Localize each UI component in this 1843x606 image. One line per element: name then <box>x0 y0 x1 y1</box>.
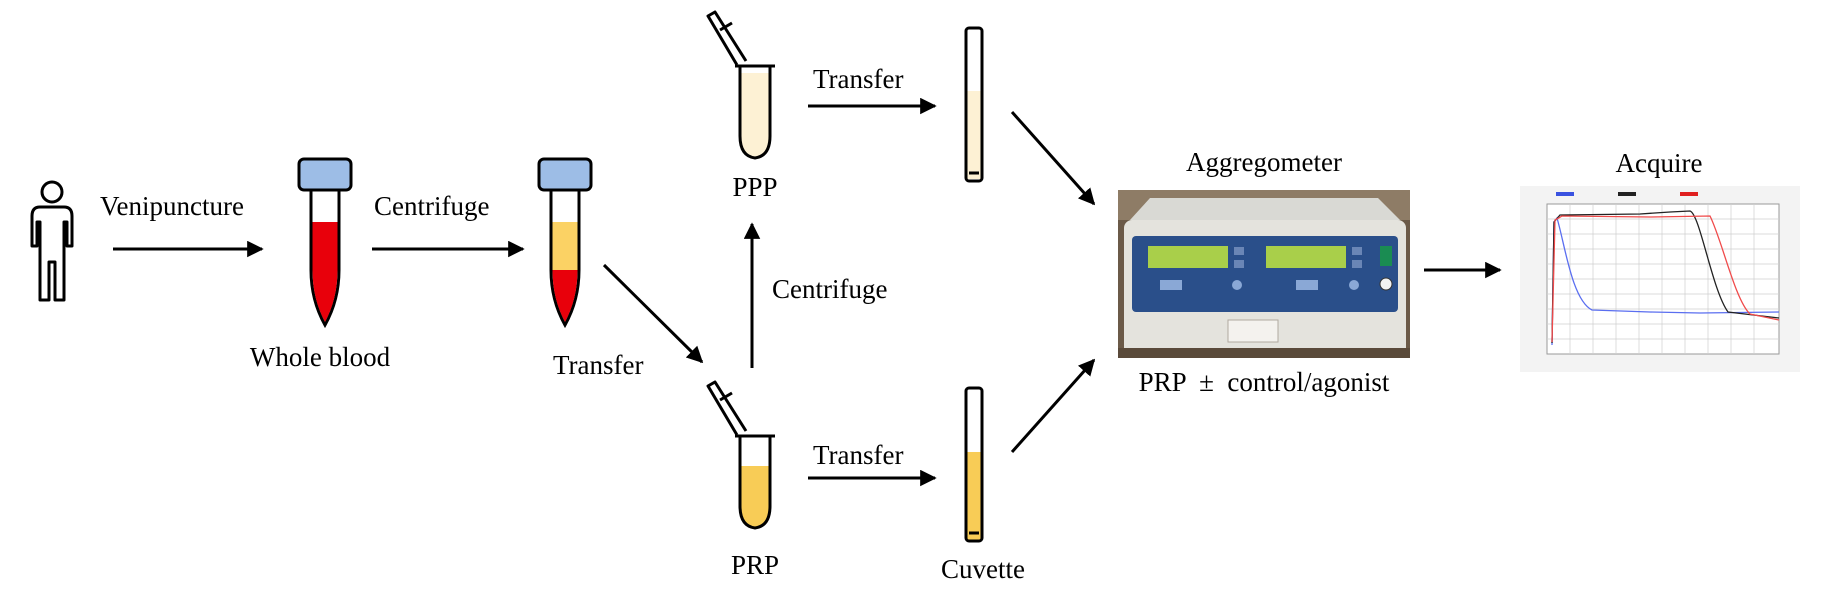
whole-blood-fill <box>312 222 338 322</box>
whole-blood-label: Whole blood <box>250 342 391 372</box>
prp-label: PRP <box>731 550 779 580</box>
red-cell-layer <box>552 270 578 322</box>
tube-cap <box>537 157 593 192</box>
cuvette-icon-ppp <box>964 26 984 183</box>
transfer-label-1: Transfer <box>553 350 644 380</box>
prp-to-aggregometer-arrow <box>1010 358 1096 453</box>
transfer-label-prp: Transfer <box>813 440 904 470</box>
centrifuge-label-2: Centrifuge <box>772 274 887 304</box>
plasma-layer <box>552 222 578 270</box>
separated-blood-tube-icon <box>537 157 593 329</box>
microcentrifuge-tube-icon-prp <box>706 380 775 530</box>
prp-condition-label: PRP ± control/agonist <box>1139 367 1390 397</box>
acquire-label: Acquire <box>1616 148 1703 178</box>
blood-tube-icon <box>297 157 353 329</box>
aggregometer-photo-icon <box>1118 190 1410 358</box>
person-outline-icon <box>30 180 74 302</box>
venipuncture-label: Venipuncture <box>100 191 244 221</box>
transfer-label-ppp: Transfer <box>813 64 904 94</box>
transfer-arrow-1 <box>602 263 704 364</box>
centrifuge-label-1: Centrifuge <box>374 191 489 221</box>
aggregation-trace-icon <box>1520 186 1800 372</box>
cuvette-icon-prp <box>964 386 984 543</box>
microcentrifuge-tube-icon-ppp <box>706 10 775 160</box>
aggregometer-label: Aggregometer <box>1186 147 1342 177</box>
ppp-to-aggregometer-arrow <box>1010 111 1096 206</box>
cuvette-label: Cuvette <box>941 554 1025 584</box>
tube-cap <box>297 157 353 192</box>
ppp-label: PPP <box>732 172 777 202</box>
